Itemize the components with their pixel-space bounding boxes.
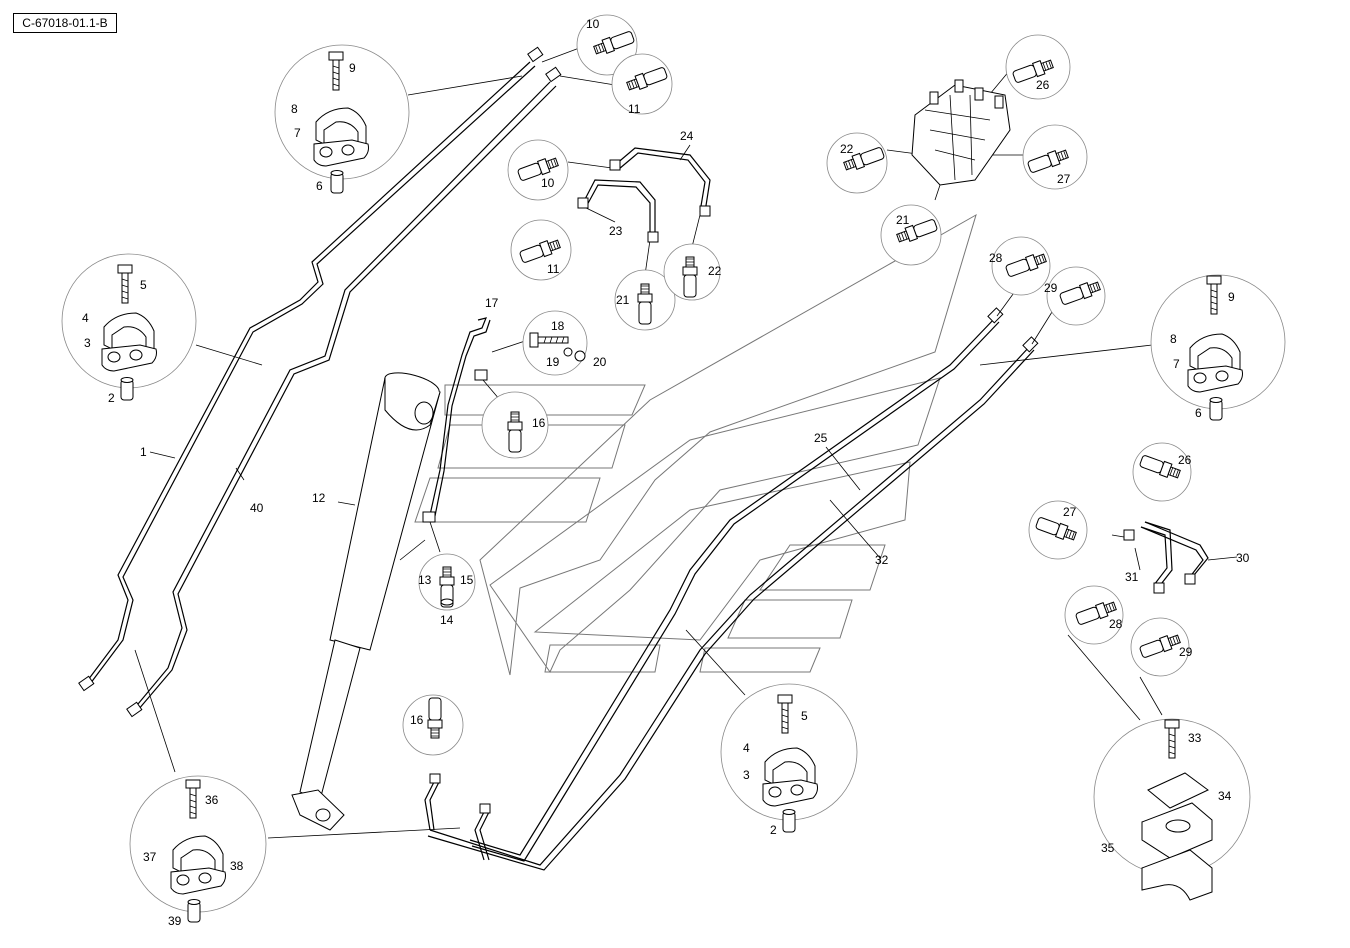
callout-31: 31: [1125, 570, 1139, 584]
callout-37: 37: [143, 850, 157, 864]
callout-36: 36: [205, 793, 219, 807]
callout-33: 33: [1188, 731, 1202, 745]
callout-6: 6: [316, 179, 323, 193]
callout-8: 8: [1170, 332, 1177, 346]
callout-9: 9: [349, 61, 356, 75]
detail-fitting-16-upper: [481, 391, 549, 459]
detail-clamp-bottom-left: [129, 775, 267, 923]
detail-fitting-27-valve: [1022, 124, 1088, 190]
callout-28: 28: [1109, 617, 1123, 631]
callout-7: 7: [294, 126, 301, 140]
pipe-40: [126, 66, 562, 718]
callout-16: 16: [532, 416, 546, 430]
detail-fitting-29-right: [1130, 617, 1190, 677]
detail-fitting-29-upper: [1046, 266, 1106, 326]
detail-fitting-22-mid: [663, 243, 721, 301]
callout-23: 23: [609, 224, 623, 238]
callout-22: 22: [708, 264, 722, 278]
callout-26: 26: [1036, 78, 1050, 92]
callout-29: 29: [1044, 281, 1058, 295]
callout-16: 16: [410, 713, 424, 727]
callout-38: 38: [230, 859, 244, 873]
callout-19: 19: [546, 355, 560, 369]
callout-27: 27: [1063, 505, 1077, 519]
detail-fitting-26-valve: [1005, 34, 1071, 100]
callout-4: 4: [743, 741, 750, 755]
valve-mount-plates: [414, 213, 977, 676]
callout-8: 8: [291, 102, 298, 116]
callout-2: 2: [770, 823, 777, 837]
callout-1: 1: [140, 445, 147, 459]
detail-clamp-right: [1150, 274, 1286, 421]
detail-clamp-center: [720, 683, 858, 833]
callout-34: 34: [1218, 789, 1232, 803]
detail-clamp-large-right: [1093, 718, 1251, 901]
detail-fitting-16-lower: [402, 694, 464, 756]
detail-fitting-13-15: [418, 553, 476, 611]
callout-3: 3: [743, 768, 750, 782]
callout-5: 5: [801, 709, 808, 723]
callout-6: 6: [1195, 406, 1202, 420]
callout-24: 24: [680, 129, 694, 143]
callout-3: 3: [84, 336, 91, 350]
detail-fitting-28-upper: [991, 236, 1051, 296]
callout-12: 12: [312, 491, 326, 505]
callout-11: 11: [628, 102, 641, 116]
callout-10: 10: [541, 176, 555, 190]
callout-10: 10: [586, 17, 600, 31]
elbow-pipes: [577, 147, 1209, 594]
callout-22: 22: [840, 142, 854, 156]
drawing-reference-label: C-67018-01.1-B: [13, 13, 117, 33]
detail-fitting-11-mid: [510, 219, 572, 281]
detail-fitting-22-valve: [826, 132, 888, 194]
detail-fitting-28-right: [1064, 585, 1124, 645]
pipe-1: [78, 46, 544, 692]
callout-9: 9: [1228, 290, 1235, 304]
callout-28: 28: [989, 251, 1003, 265]
callout-27: 27: [1057, 172, 1071, 186]
callout-14: 14: [440, 613, 454, 627]
callout-25: 25: [814, 431, 828, 445]
callout-2: 2: [108, 391, 115, 405]
callout-18: 18: [551, 319, 565, 333]
detail-fitting-11-top: [611, 53, 673, 115]
callout-20: 20: [593, 355, 607, 369]
callout-labels: 1 2 2 3 3 4 4 5 5 6 6 7 7 8 8 9 9 10 10 …: [82, 17, 1250, 928]
detail-clamp-top-left: [274, 44, 410, 194]
detail-fitting-21-valve: [880, 204, 942, 266]
callout-4: 4: [82, 311, 89, 325]
callout-39: 39: [168, 914, 182, 928]
callout-35: 35: [1101, 841, 1115, 855]
detail-fitting-10-mid: [507, 139, 569, 201]
callout-29: 29: [1179, 645, 1193, 659]
callout-30: 30: [1236, 551, 1250, 565]
detail-fitting-10-top: [576, 14, 638, 76]
detail-fitting-27-right: [1028, 500, 1088, 560]
callout-32: 32: [875, 553, 889, 567]
detail-clamp-left: [61, 253, 197, 401]
detail-fitting-21-mid: [614, 269, 676, 331]
callout-5: 5: [140, 278, 147, 292]
hydraulic-cylinder-12: [291, 317, 491, 831]
callout-21: 21: [616, 293, 630, 307]
callout-7: 7: [1173, 357, 1180, 371]
callout-11: 11: [547, 262, 560, 276]
detail-control-valve: [911, 79, 1011, 186]
detail-fitting-18-19-20: [522, 310, 588, 376]
pipe-25: [469, 307, 1004, 862]
callout-17: 17: [485, 296, 499, 310]
pipe-lower-ends: [424, 773, 491, 861]
callout-40: 40: [250, 501, 264, 515]
callout-21: 21: [896, 213, 910, 227]
callout-26: 26: [1178, 453, 1192, 467]
detail-fitting-26-right: [1132, 442, 1192, 502]
callout-13: 13: [418, 573, 432, 587]
callout-15: 15: [460, 573, 474, 587]
